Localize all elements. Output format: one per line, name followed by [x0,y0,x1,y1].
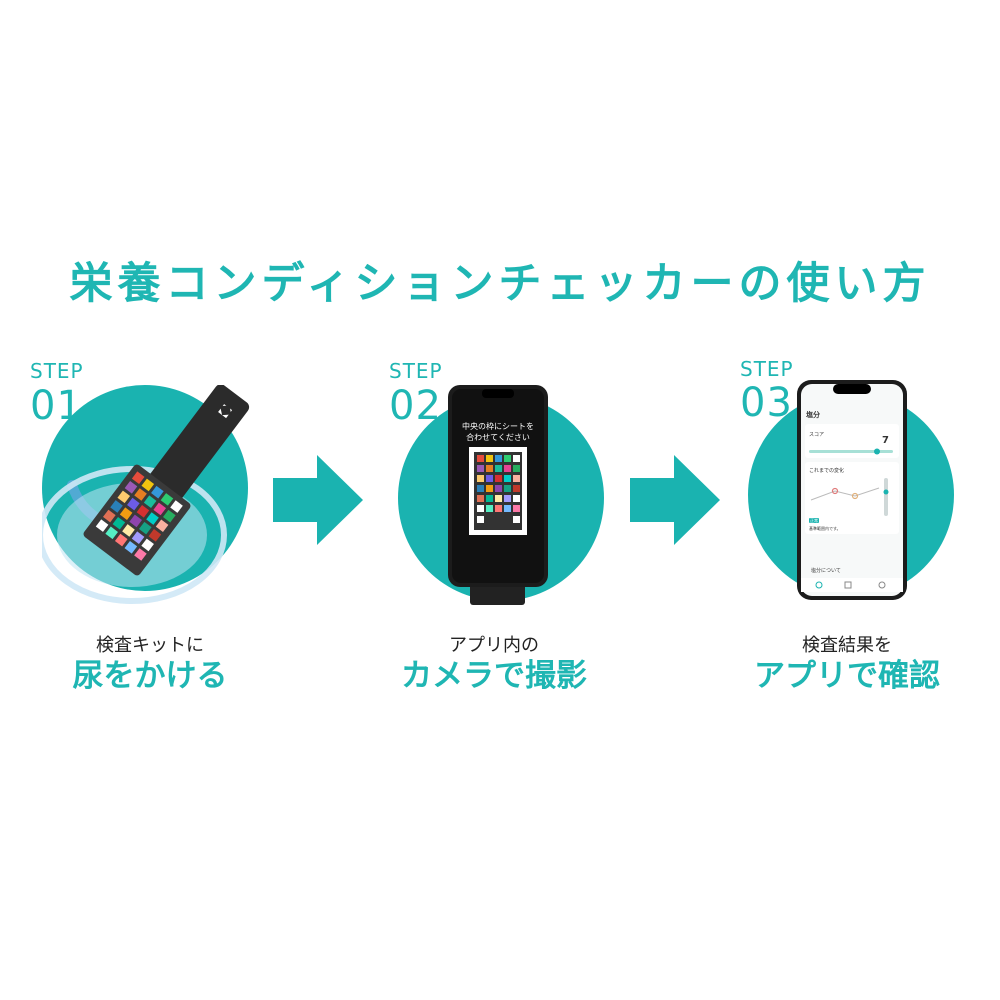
phone3-result-text: 基準範囲内です。 [809,525,841,531]
phone2-instruction-line2: 合わせてください [466,432,530,442]
test-kit-illustration [42,385,250,604]
step-03-label: STEP [740,357,794,381]
step-01-caption-large: 尿をかける [72,658,228,694]
step-03-caption-small: 検査結果を [802,635,892,656]
step-02-caption-small: アプリ内の [449,635,539,656]
step-03-caption-large: アプリで確認 [754,658,940,694]
arrow-right-icon [630,455,720,545]
phone3-history-label: これまでの変化 [809,467,844,474]
phone-camera-illustration: 中央の枠にシートを 合わせてください [448,385,548,605]
phone3-footer-link: 塩分について [811,567,841,574]
step-02-number: 02 [389,383,442,429]
step-02-label: STEP [389,359,443,383]
phone-result-illustration: 塩分 スコア 7 これまでの変化 正常 基準範囲内です。 塩分について [797,380,907,600]
step-02-caption-large: カメラで撮影 [401,658,587,694]
page-title: 栄養コンディションチェッカーの使い方 [69,259,931,309]
phone2-instruction-line1: 中央の枠にシートを [462,421,534,431]
arrow-right-icon [273,455,363,545]
phone3-score-label: スコア [809,432,824,438]
phone3-header: 塩分 [806,410,820,419]
step-01-caption-small: 検査キットに [96,635,204,656]
phone3-result-badge: 正常 [810,517,818,523]
phone3-score-value: 7 [882,435,889,446]
step-01-label: STEP [30,359,84,383]
